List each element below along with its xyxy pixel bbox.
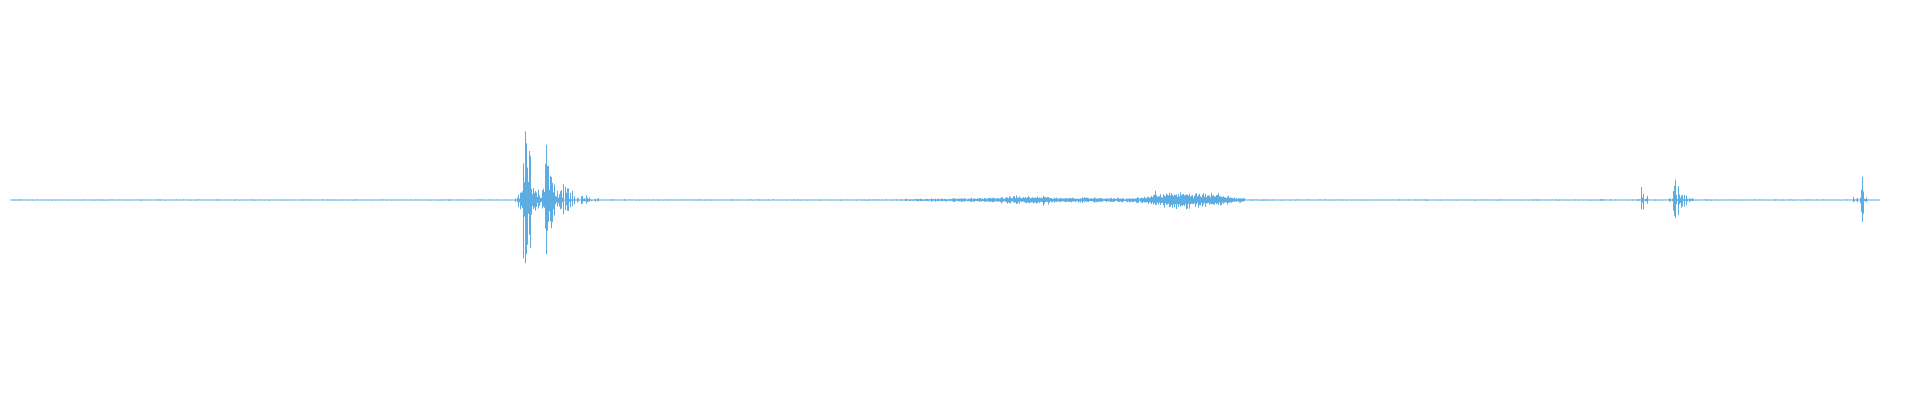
waveform-trace xyxy=(10,131,1880,264)
waveform-samples xyxy=(10,131,1880,264)
